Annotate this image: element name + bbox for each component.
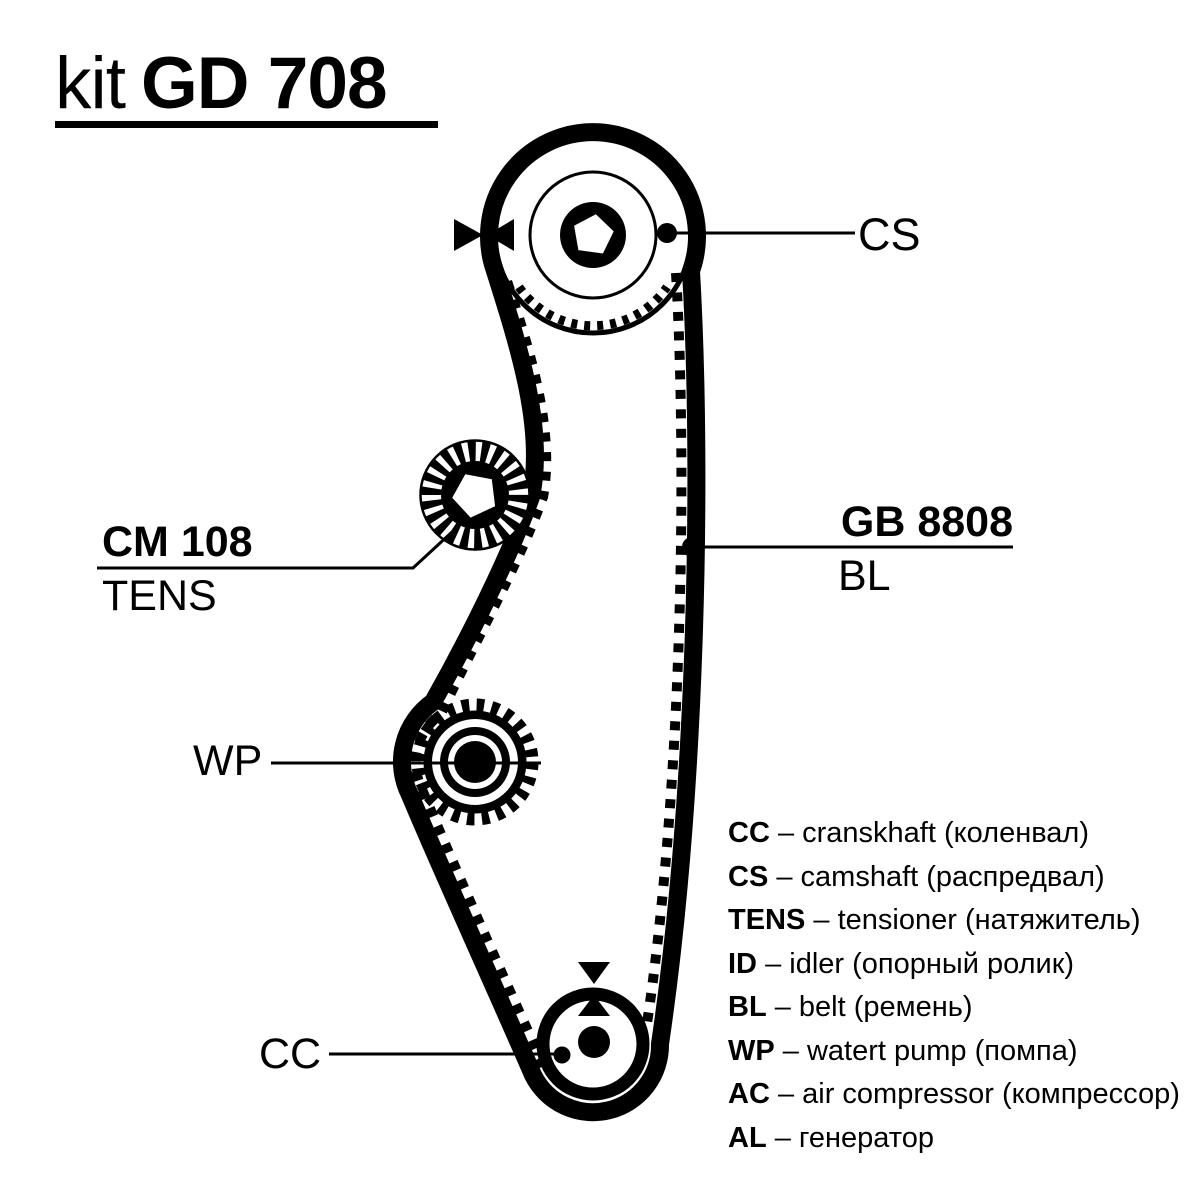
legend: CC – cranskhaft (коленвал) CS – camshaft… <box>728 812 1180 1160</box>
belt-callout-dot <box>682 537 702 557</box>
cc-callout-dot <box>553 1046 571 1064</box>
legend-row-tens: TENS – tensioner (натяжитель) <box>728 904 1141 936</box>
tensioner-abbr-label: TENS <box>102 572 217 620</box>
callout-dots <box>553 223 702 1064</box>
belt-code-label: GB 8808 <box>840 498 1013 546</box>
callout-lines <box>97 231 1013 1056</box>
camshaft-hub <box>528 170 658 300</box>
tensioner-spokes <box>421 441 529 549</box>
legend-row-wp: WP – watert pump (помпа) <box>728 1034 1078 1067</box>
water-pump-label: WP <box>193 737 263 785</box>
legend-row-cs: CS – camshaft (распредвал) <box>728 860 1105 893</box>
timing-belt <box>392 123 706 1122</box>
camshaft-label: CS <box>858 209 921 260</box>
legend-row-ac: AC – air compressor (компрессор) <box>728 1078 1180 1110</box>
legend-row-al: AL – генератор <box>728 1121 934 1154</box>
title-code: GD 708 <box>141 43 388 124</box>
belt-teeth <box>410 272 687 1069</box>
cs-callout-dot <box>657 223 677 243</box>
belt-abbr-label: BL <box>838 552 891 600</box>
legend-row-bl: BL – belt (ремень) <box>728 991 973 1023</box>
crankshaft-timing-mark-icon <box>578 962 610 1016</box>
tensioner-callout-line <box>97 530 454 570</box>
tensioner-code-label: CM 108 <box>102 518 253 566</box>
crankshaft-hub <box>578 1026 610 1058</box>
crankshaft-label: CC <box>259 1030 322 1078</box>
legend-row-id: ID – idler (опорный ролик) <box>728 947 1075 980</box>
camshaft-timing-mark-icon <box>454 219 514 251</box>
tensioner-pulley <box>419 439 531 551</box>
legend-row-cc: CC – cranskhaft (коленвал) <box>728 817 1089 849</box>
title-prefix: kit <box>55 43 126 124</box>
title-underline <box>55 121 438 128</box>
